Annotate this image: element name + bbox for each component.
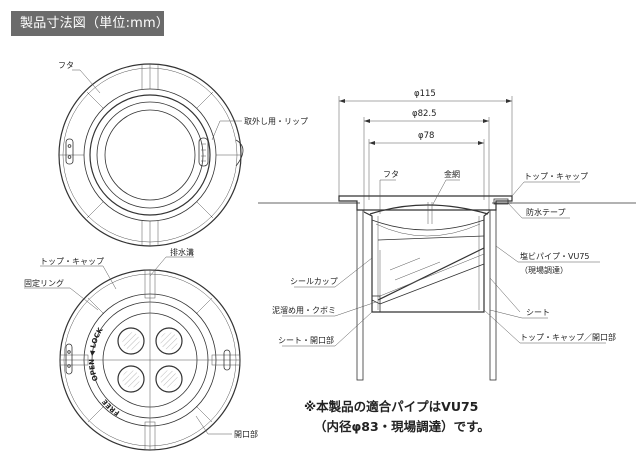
grate-bottom-left — [117, 365, 145, 393]
label-pipe: 塩ビパイプ・VU75 — [520, 251, 590, 261]
label-top-cap-section: トップ・キャップ — [524, 172, 588, 181]
label-tape: 防水テープ — [526, 207, 566, 217]
grate-top-right — [155, 327, 183, 355]
label-sheet: シート — [526, 308, 550, 317]
label-drain: 排水溝 — [170, 247, 194, 257]
label-futa-top: フタ — [58, 61, 74, 70]
label-pipe-note: （現場調達） — [520, 265, 568, 275]
label-opening-bottom: 開口部 — [234, 429, 258, 439]
note-line-1: ※本製品の適合パイプはVU75 — [304, 399, 478, 414]
label-seal: シールカップ — [290, 277, 338, 286]
label-ring: 固定リング — [24, 278, 64, 288]
page-title: 製品寸法図（単位:mm） — [11, 11, 169, 36]
label-futa-section: フタ — [383, 170, 399, 179]
label-top-cap-bottom: トップ・キャップ — [40, 257, 104, 266]
label-sheet-opening: シート・開口部 — [278, 335, 334, 345]
section-view — [258, 96, 636, 381]
dim-78: φ78 — [418, 131, 434, 141]
label-mud: 泥溜め用・クボミ — [272, 305, 336, 315]
ring-text-lock: OPEN ◀ LOCK — [88, 326, 105, 382]
dim-82-5: φ82.5 — [412, 109, 437, 119]
label-lip: 取外し用・リップ — [244, 116, 308, 126]
dim-115: φ115 — [414, 89, 436, 99]
bottom-view — [24, 256, 241, 451]
label-mesh: 金網 — [444, 169, 460, 179]
note-line-2: （内径φ83・現場調達）です。 — [314, 419, 490, 434]
top-view — [58, 63, 244, 247]
label-cap-opening: トップ・キャップ／開口部 — [520, 332, 616, 342]
grate-top-left — [117, 327, 145, 355]
grate-bottom-right — [155, 365, 183, 393]
